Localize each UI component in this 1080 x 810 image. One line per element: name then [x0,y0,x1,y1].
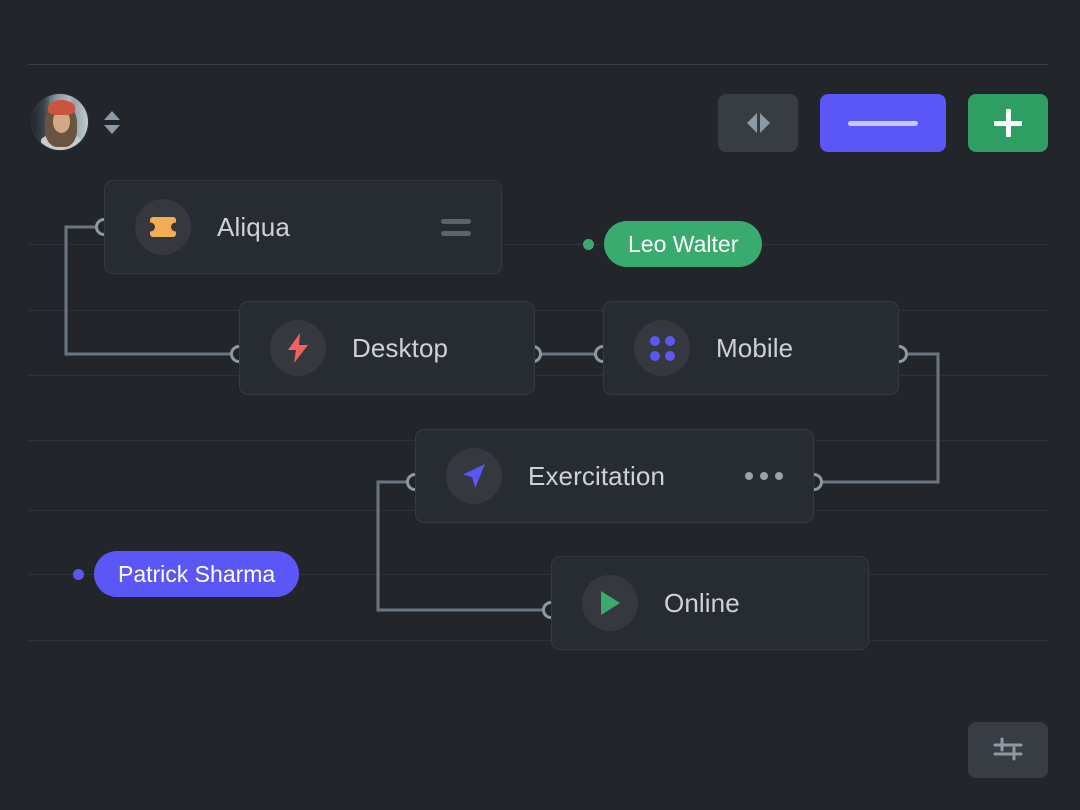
chevron-up-icon[interactable] [104,110,120,120]
add-button[interactable] [968,94,1048,152]
avatar-beanie [48,100,75,115]
badge-leo-walter[interactable]: Leo Walter [604,221,763,267]
node-label: Mobile [716,332,794,363]
ticket-icon [135,199,191,255]
sliders-icon [991,736,1025,765]
flow-canvas[interactable]: Aliqua Desktop Mobile [0,170,1080,690]
node-online[interactable]: Online [551,556,869,650]
header-bar [28,92,1048,154]
node-label: Desktop [352,332,449,363]
node-aliqua[interactable]: Aliqua [104,180,502,274]
gridline [28,310,1048,311]
node-label: Exercitation [528,460,666,491]
play-icon [582,575,638,631]
minus-icon [848,120,918,126]
filter-settings-button[interactable] [968,722,1048,778]
lightning-bolt-icon [270,320,326,376]
plus-icon-vertical [1005,109,1011,137]
avatar-wall-right [75,94,88,150]
arrow-right-icon [759,113,770,133]
nav-left-right-button[interactable] [718,94,798,152]
node-mobile[interactable]: Mobile [603,301,899,395]
ellipsis-menu-icon[interactable] [745,472,783,480]
navigation-arrow-icon [446,448,502,504]
node-label: Online [664,587,740,618]
avatar[interactable] [32,94,88,150]
gridline [28,244,1048,245]
node-exercitation[interactable]: Exercitation [415,429,814,523]
edge-mobile-to-exercitation[interactable] [814,352,940,484]
minus-button[interactable] [820,94,946,152]
arrows-left-right-icon [746,113,770,133]
status-dot-patrick-sharma [73,569,84,580]
status-dot-leo-walter [583,239,594,250]
top-divider [28,64,1048,65]
arrow-left-icon [746,113,757,133]
gridline [28,375,1048,376]
chevron-down-icon[interactable] [104,124,120,134]
header-actions [718,94,1048,152]
equals-menu-icon[interactable] [441,218,471,236]
grid-dots-icon [634,320,690,376]
gridline [28,574,1048,575]
sort-arrows-control[interactable] [102,109,122,136]
badge-patrick-sharma[interactable]: Patrick Sharma [94,551,300,597]
avatar-sort-group [32,94,122,150]
gridline [28,640,1048,641]
node-desktop[interactable]: Desktop [239,301,535,395]
edge-exercitation-to-online[interactable] [376,480,551,612]
edge-aliqua-to-desktop[interactable] [64,225,239,356]
node-label: Aliqua [217,211,290,242]
avatar-face [53,111,70,133]
